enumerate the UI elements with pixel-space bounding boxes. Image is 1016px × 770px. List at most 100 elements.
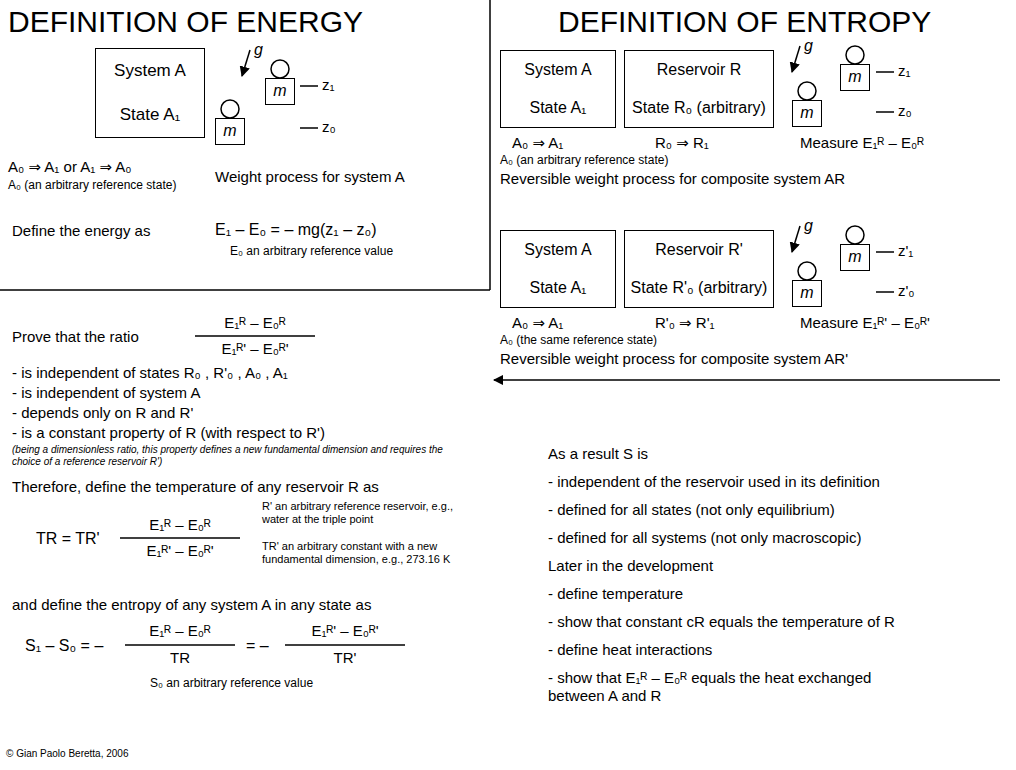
height-mark — [300, 127, 318, 129]
annotation-text: A₀ ⇒ A₁ or A₁ ⇒ A₀ — [8, 158, 132, 176]
annotation-text: A₀ (the same reference state) — [500, 333, 657, 347]
annotation-text: E₁ᴿ – E₀ᴿ — [120, 622, 240, 640]
weight-hook — [271, 60, 289, 78]
state-label: State A₁ — [530, 99, 587, 117]
system-name: System A — [114, 61, 186, 81]
mass-label: m — [223, 122, 236, 140]
weight-hook — [798, 82, 816, 100]
annotation-text: E₁ᴿ' – E₀ᴿ' — [280, 622, 410, 640]
weight-box: m — [792, 280, 822, 307]
system-box: System A State A₁ — [500, 230, 616, 308]
annotation-text: A₀ ⇒ A₁ — [512, 314, 563, 332]
annotation-text: S₀ an arbitrary reference value — [150, 676, 313, 690]
system-name: Reservoir R — [657, 61, 741, 79]
annotation-text: E₁ᴿ – E₀ᴿ — [115, 516, 245, 534]
height-mark — [876, 291, 894, 293]
annotation-text: E₁ᴿ – E₀ᴿ — [190, 314, 320, 332]
annotation-text: z₁ — [898, 62, 911, 80]
weight-hook — [846, 226, 864, 244]
annotation-text: Measure E₁ᴿ' – E₀ᴿ' — [800, 314, 930, 332]
height-mark — [876, 111, 894, 113]
annotation-text: - define heat interactions — [548, 641, 712, 659]
state-label: State A₁ — [530, 279, 587, 297]
annotation-text: S₁ – S₀ = – — [25, 636, 103, 655]
annotation-text: Weight process for system A — [215, 168, 405, 186]
annotation-text: Prove that the ratio — [12, 328, 139, 346]
fraction-bar — [285, 644, 405, 646]
note-text: g — [804, 216, 813, 235]
annotation-text: R₀ ⇒ R₁ — [655, 134, 709, 152]
annotation-text: A₀ (an arbitrary reference state) — [500, 153, 668, 167]
annotation-text: z₁ — [322, 76, 335, 94]
annotation-text: z'₀ — [898, 282, 915, 300]
annotation-text: TR — [120, 649, 240, 667]
annotation-text: and define the entropy of any system A i… — [12, 596, 371, 614]
system-box: System A State A₁ — [500, 50, 616, 128]
system-name: System A — [524, 61, 592, 79]
annotation-text: - depends only on R and R' — [12, 404, 193, 422]
mass-label: m — [848, 248, 861, 266]
panel-divider — [489, 0, 491, 290]
annotation-text: Later in the development — [548, 557, 713, 575]
height-mark — [300, 85, 318, 87]
section-heading: DEFINITION OF ENTROPY — [558, 4, 931, 40]
system-name: System A — [524, 241, 592, 259]
state-label: State R'₀ (arbitrary) — [631, 279, 768, 297]
weight-box: m — [792, 100, 822, 127]
height-mark — [876, 71, 894, 73]
state-label: State R₀ (arbitrary) — [632, 99, 766, 117]
weight-box: m — [840, 64, 870, 91]
annotation-text: - defined for all systems (not only macr… — [548, 529, 861, 547]
weight-box: m — [840, 244, 870, 271]
mass-label: m — [848, 68, 861, 86]
fraction-bar — [195, 335, 315, 337]
annotation-text: E₁ᴿ' – E₀ᴿ' — [190, 340, 320, 358]
gravity-arrow — [242, 50, 250, 76]
annotation-text: A₀ (an arbitrary reference state) — [8, 178, 176, 192]
fraction-bar — [120, 537, 240, 539]
annotation-text: z₀ — [898, 102, 912, 120]
annotation-text: Define the energy as — [12, 222, 150, 240]
pointer-arrow — [494, 379, 1000, 381]
note-text: g — [254, 40, 263, 59]
weight-hook — [798, 262, 816, 280]
gravity-arrow — [792, 46, 800, 72]
annotation-text: - show that constant cR equals the tempe… — [548, 613, 895, 631]
mass-label: m — [800, 104, 813, 122]
annotation-text: © Gian Paolo Beretta, 2006 — [6, 748, 128, 760]
annotation-text: z₀ — [322, 118, 336, 136]
system-name: Reservoir R' — [655, 241, 743, 259]
annotation-text: A₀ ⇒ A₁ — [512, 134, 563, 152]
annotation-text: TR = TR' — [36, 529, 100, 548]
gravity-arrow — [792, 226, 800, 252]
annotation-text: TR' — [280, 649, 410, 667]
annotation-text: R' an arbitrary reference reservoir, e.g… — [262, 500, 482, 526]
weight-hook — [221, 100, 239, 118]
annotation-text: E₁ – E₀ = – mg(z₁ – z₀) — [215, 220, 376, 239]
annotation-text: - is independent of states R₀ , R'₀ , A₀… — [12, 364, 288, 382]
annotation-text: - define temperature — [548, 585, 683, 603]
annotation-text: E₀ an arbitrary reference value — [230, 244, 393, 258]
annotation-text: Reversible weight process for composite … — [500, 170, 845, 188]
panel-divider — [0, 289, 490, 291]
annotation-text: Therefore, define the temperature of any… — [12, 478, 379, 496]
fraction-bar — [125, 644, 235, 646]
system-box: Reservoir R State R₀ (arbitrary) — [624, 50, 774, 128]
section-heading: DEFINITION OF ENERGY — [8, 4, 363, 40]
annotation-text: - defined for all states (not only equil… — [548, 501, 835, 519]
mass-label: m — [800, 284, 813, 302]
annotation-text: z'₁ — [898, 242, 913, 260]
annotation-text: R'₀ ⇒ R'₁ — [655, 314, 715, 332]
annotation-text: TR' an arbitrary constant with a new fun… — [262, 540, 482, 566]
system-box: System A State A₁ — [95, 48, 205, 138]
annotation-text: - is independent of system A — [12, 384, 200, 402]
annotation-text: E₁ᴿ' – E₀ᴿ' — [115, 542, 245, 560]
annotation-text: - is a constant property of R (with resp… — [12, 424, 325, 442]
annotation-text: - independent of the reservoir used in i… — [548, 473, 880, 491]
state-label: State A₁ — [120, 105, 181, 125]
height-mark — [876, 251, 894, 253]
weight-box: m — [265, 78, 295, 105]
mass-label: m — [273, 82, 286, 100]
annotation-text: Reversible weight process for composite … — [500, 350, 848, 368]
